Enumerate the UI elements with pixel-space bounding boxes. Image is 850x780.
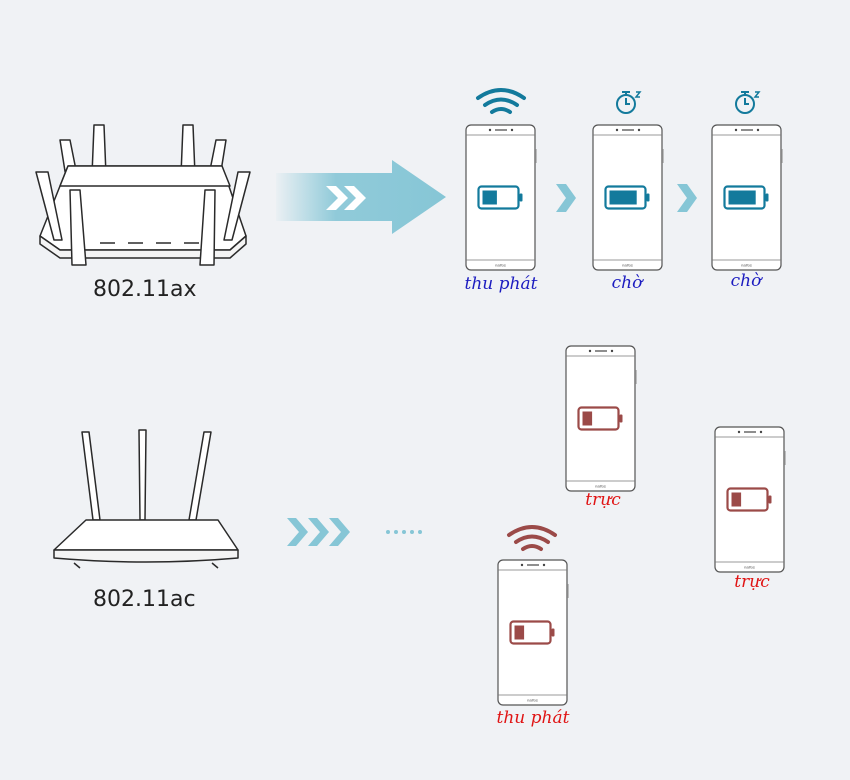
chevron-icon-group bbox=[326, 186, 366, 210]
phone-caption: thu phát bbox=[464, 274, 538, 294]
phone-icon: nalfos bbox=[711, 124, 783, 271]
phone-sensor bbox=[637, 128, 641, 132]
router-ax-icon bbox=[35, 124, 251, 266]
phone-camera bbox=[488, 128, 492, 132]
router-ax-label: 802.11ax bbox=[93, 277, 197, 302]
phone-camera bbox=[615, 128, 619, 132]
phone-camera bbox=[734, 128, 738, 132]
phone-caption: trực bbox=[585, 490, 621, 510]
phone-icon: nalfos bbox=[465, 124, 537, 271]
router-ac-label: 802.11ac bbox=[93, 587, 196, 612]
phone-side-button bbox=[781, 149, 783, 163]
timer-sleep-icon bbox=[616, 91, 642, 114]
battery-icon bbox=[723, 185, 769, 210]
battery-icon bbox=[577, 406, 623, 431]
phone-caption: thu phát bbox=[496, 708, 570, 728]
phone-icon: nalfos bbox=[592, 124, 664, 271]
battery-icon bbox=[477, 185, 523, 210]
phone-camera bbox=[520, 563, 524, 567]
battery-level bbox=[582, 411, 593, 426]
dotted-line bbox=[386, 530, 422, 534]
battery-level bbox=[728, 190, 756, 205]
phone-brand-label: nalfos bbox=[744, 565, 755, 570]
phone-icon: nalfos bbox=[565, 345, 637, 492]
phone-brand-label: nalfos bbox=[741, 263, 752, 268]
phone-camera bbox=[588, 349, 592, 353]
phone-caption: trực bbox=[734, 572, 770, 592]
battery-level bbox=[731, 492, 742, 507]
timer-sleep-icon bbox=[735, 91, 761, 114]
phone-body bbox=[714, 426, 785, 573]
phone-sensor bbox=[756, 128, 760, 132]
phone-body bbox=[565, 345, 636, 492]
battery-icon bbox=[604, 185, 650, 210]
phone-brand-label: nalfos bbox=[495, 263, 506, 268]
phone-body bbox=[465, 124, 536, 271]
chevron-icon-group bbox=[287, 518, 350, 546]
phone-brand-label: nalfos bbox=[527, 698, 538, 703]
wifi-icon bbox=[476, 88, 526, 114]
phone-caption: chờ bbox=[730, 271, 762, 291]
battery-icon bbox=[509, 620, 555, 645]
phone-camera bbox=[737, 430, 741, 434]
phone-icon: nalfos bbox=[497, 559, 569, 706]
battery-level bbox=[482, 190, 497, 205]
phone-side-button bbox=[535, 149, 537, 163]
battery-level bbox=[514, 625, 525, 640]
phone-sensor bbox=[759, 430, 763, 434]
phone-sensor bbox=[510, 128, 514, 132]
phone-brand-label: nalfos bbox=[622, 263, 633, 268]
chevron-right-icon bbox=[556, 184, 576, 212]
phone-side-button bbox=[567, 584, 569, 598]
battery-icon bbox=[726, 487, 772, 512]
phone-caption: chờ bbox=[611, 273, 643, 293]
phone-side-button bbox=[635, 370, 637, 384]
phone-body bbox=[497, 559, 568, 706]
phone-brand-label: nalfos bbox=[595, 484, 606, 489]
phone-side-button bbox=[662, 149, 664, 163]
battery-level bbox=[609, 190, 637, 205]
phone-sensor bbox=[610, 349, 614, 353]
wifi-icon bbox=[507, 525, 557, 551]
phone-sensor bbox=[542, 563, 546, 567]
phone-side-button bbox=[784, 451, 786, 465]
router-ac-icon bbox=[53, 429, 239, 569]
phone-icon: nalfos bbox=[714, 426, 786, 573]
chevron-right-icon bbox=[677, 184, 697, 212]
